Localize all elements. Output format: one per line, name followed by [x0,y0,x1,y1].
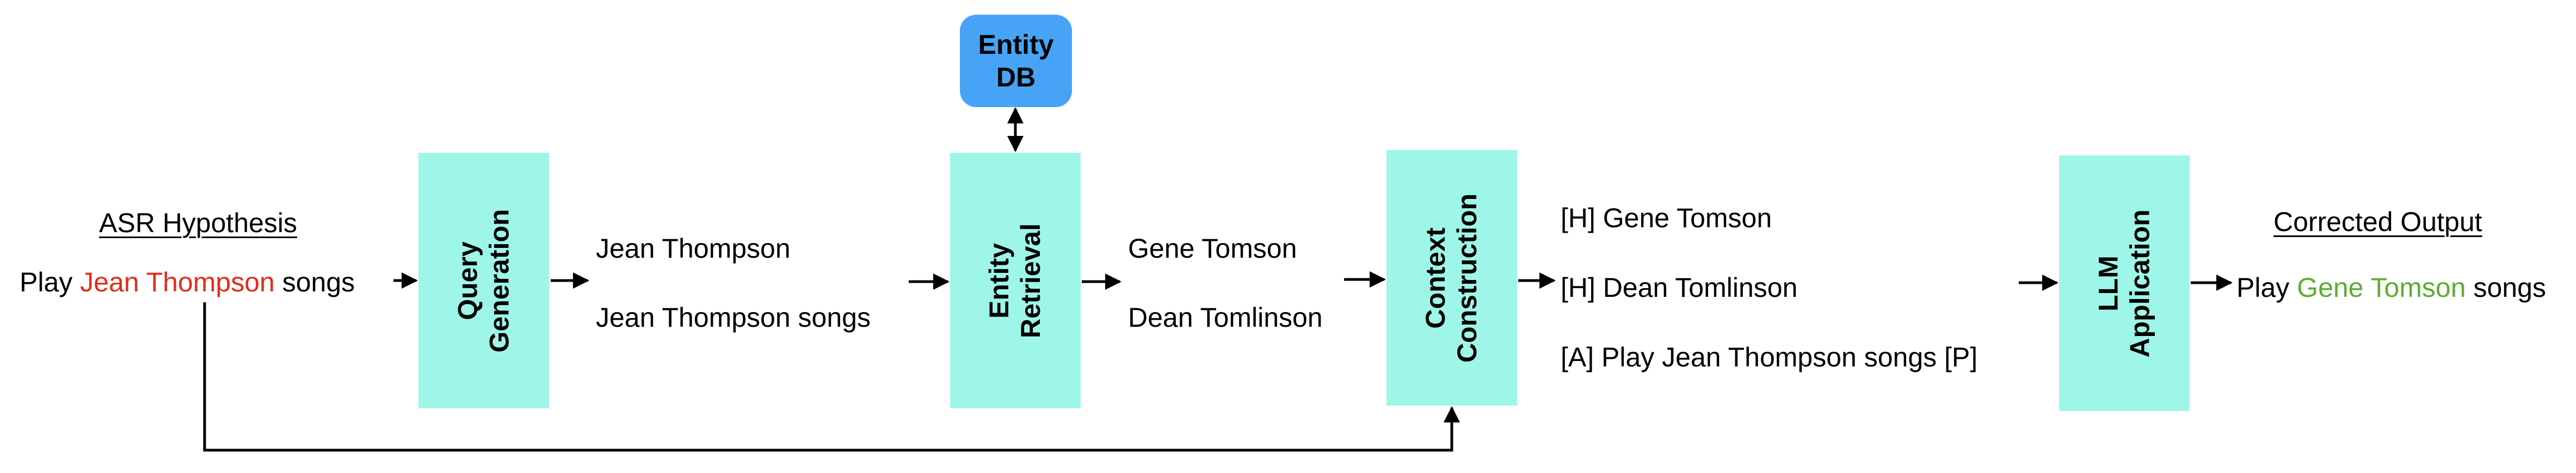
llm-application-box: LLM Application [2059,155,2190,411]
output-prefix: Play [2236,272,2297,303]
context-line: [A] Play Jean Thompson songs [P] [1561,342,1978,372]
entity-db-box: Entity DB [960,15,1072,107]
arrow-skip-input-to-context [203,302,1460,452]
context-construction-box: Context Construction [1386,150,1517,406]
query-item: Jean Thompson songs [596,302,871,333]
entity-db-label: Entity DB [978,29,1054,92]
context-line: [H] Dean Tomlinson [1561,272,1798,303]
query-generation-box: Query Generation [418,153,549,408]
asr-suffix: songs [274,267,355,297]
asr-hypothesis-heading: ASR Hypothesis [99,208,298,238]
context-line: [H] Gene Tomson [1561,203,1772,233]
output-suffix: songs [2466,272,2546,303]
query-item: Jean Thompson [596,233,791,264]
output-corrected-span: Gene Tomson [2297,272,2466,303]
corrected-output-heading: Corrected Output [2273,207,2482,237]
asr-prefix: Play [20,267,81,297]
entity-retrieval-box: Entity Retrieval [950,153,1081,408]
corrected-output-text: Play Gene Tomson songs [2236,274,2546,301]
retrieved-entity: Gene Tomson [1128,233,1297,264]
asr-error-span: Jean Thompson [80,267,275,297]
retrieved-entity: Dean Tomlinson [1128,302,1323,333]
asr-hypothesis-text: Play Jean Thompson songs [20,269,355,296]
